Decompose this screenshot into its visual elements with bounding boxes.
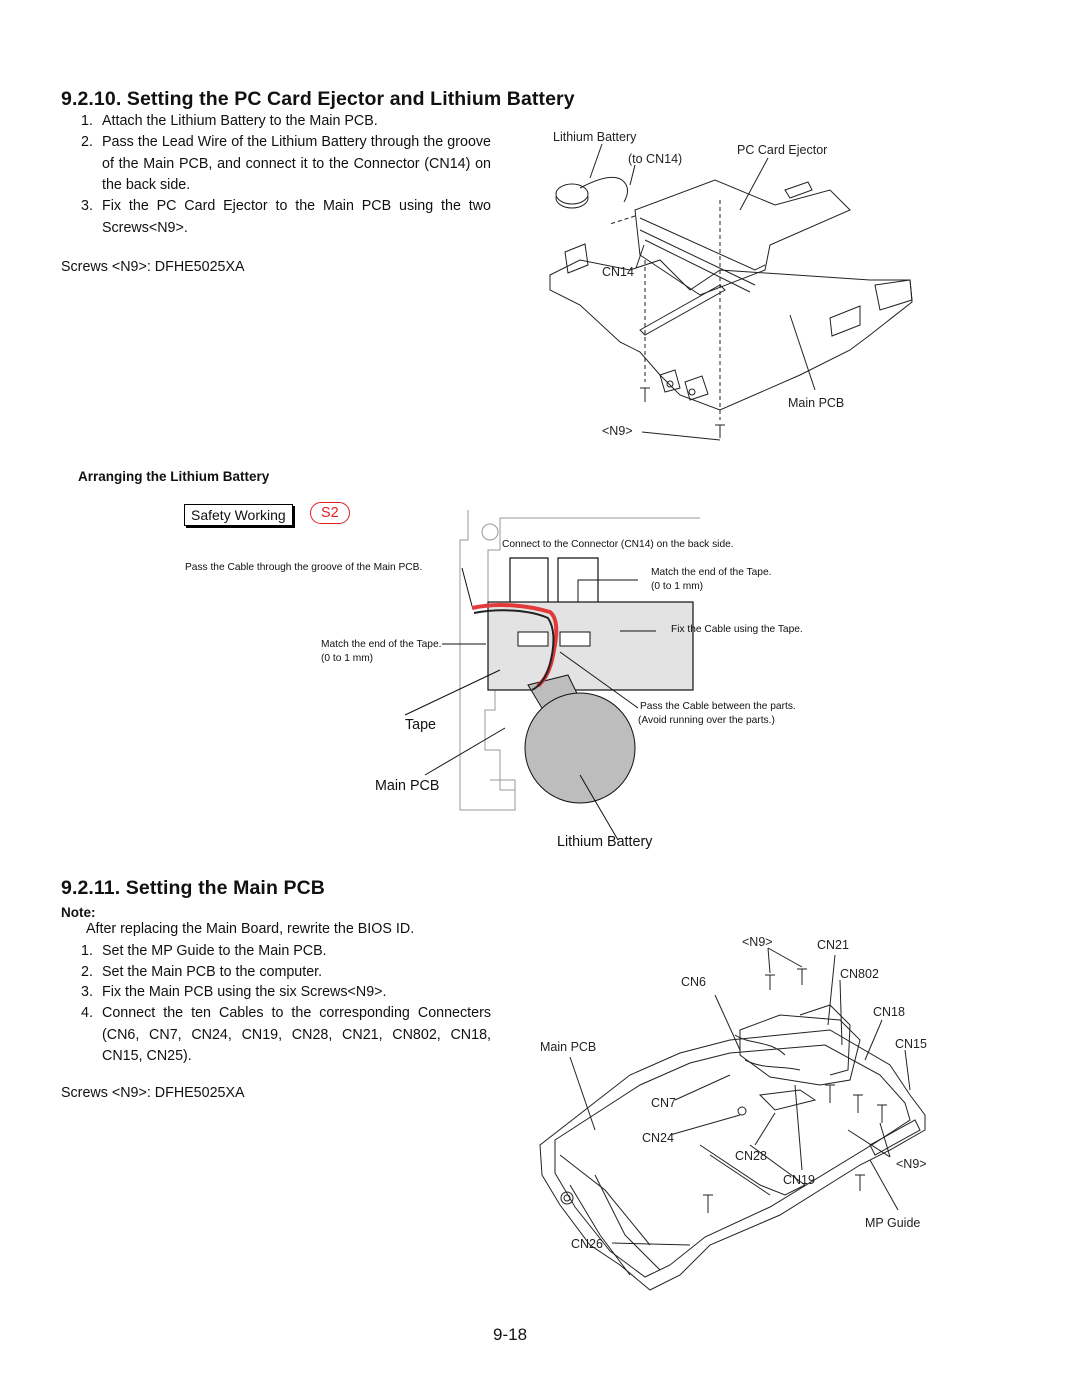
label-cn15: CN15 xyxy=(895,1037,927,1051)
label-n9-top: <N9> xyxy=(742,935,773,949)
safety-working-box: Safety Working xyxy=(184,504,293,526)
battery-arrangement-figure xyxy=(404,510,700,841)
label-cn19: CN19 xyxy=(783,1173,815,1187)
screws-spec-1: Screws <N9>: DFHE5025XA xyxy=(61,259,245,275)
page-number: 9-18 xyxy=(493,1325,528,1344)
label-lithium-battery-arr: Lithium Battery xyxy=(557,834,653,850)
battery-cable-black xyxy=(473,609,555,691)
label-match-left-range: (0 to 1 mm) xyxy=(321,653,374,664)
step-text: Attach the Lithium Battery to the Main P… xyxy=(102,113,378,129)
section-title-pc-card-ejector: 9.2.10. Setting the PC Card Ejector and … xyxy=(61,88,575,110)
label-fix-cable: Fix the Cable using the Tape. xyxy=(671,624,803,635)
section-title-main-pcb: 9.2.11. Setting the Main PCB xyxy=(61,877,325,899)
label-cn6: CN6 xyxy=(681,975,707,989)
note-label: Note: xyxy=(61,905,96,920)
step-number: 2. xyxy=(81,134,93,150)
label-cn7: CN7 xyxy=(651,1096,677,1110)
label-cn802: CN802 xyxy=(840,967,879,981)
label-pass-groove: Pass the Cable through the groove of the… xyxy=(185,562,423,573)
ejector-body xyxy=(634,179,851,296)
step-number: 1. xyxy=(81,113,93,129)
step-2: 2. Pass the Lead Wire of the Lithium Bat… xyxy=(81,132,491,197)
lithium-battery xyxy=(524,692,636,804)
main-pcb-outline xyxy=(549,259,913,411)
step-1: 1. Attach the Lithium Battery to the Mai… xyxy=(81,111,491,133)
label-mp-guide: MP Guide xyxy=(865,1216,921,1230)
label-tape: Tape xyxy=(405,717,437,733)
step-text: Set the Main PCB to the computer. xyxy=(102,964,323,980)
label-cn21: CN21 xyxy=(817,938,849,952)
step-number: 2. xyxy=(81,964,93,980)
step2-1: 1. Set the MP Guide to the Main PCB. xyxy=(81,941,491,963)
step-number: 1. xyxy=(81,943,93,959)
label-cn28: CN28 xyxy=(735,1149,767,1163)
s2-badge: S2 xyxy=(310,502,350,524)
label-avoid: (Avoid running over the parts.) xyxy=(638,715,775,726)
step-3: 3. Fix the PC Card Ejector to the Main P… xyxy=(81,196,491,239)
note-text: After replacing the Main Board, rewrite … xyxy=(86,921,415,937)
label-n9-right: <N9> xyxy=(896,1157,927,1171)
step2-2: 2. Set the Main PCB to the computer. xyxy=(81,962,491,984)
label-cn18: CN18 xyxy=(873,1005,905,1019)
label-main-pcb-arr: Main PCB xyxy=(375,778,440,794)
chassis-outline xyxy=(539,1029,926,1291)
label-n9-1: <N9> xyxy=(602,424,633,438)
step-text: Fix the Main PCB using the six Screws<N9… xyxy=(102,984,387,1000)
label-main-pcb-1: Main PCB xyxy=(788,396,845,410)
label-cn26: CN26 xyxy=(571,1237,603,1251)
label-main-pcb-2: Main PCB xyxy=(540,1040,597,1054)
step-number: 3. xyxy=(81,198,93,214)
label-match-right: Match the end of the Tape. xyxy=(651,567,772,578)
step-text: Pass the Lead Wire of the Lithium Batter… xyxy=(102,134,491,193)
step-text: Connect the ten Cables to the correspond… xyxy=(102,1005,491,1064)
label-pass-between: Pass the Cable between the parts. xyxy=(640,701,796,712)
step2-3: 3. Fix the Main PCB using the six Screws… xyxy=(81,982,491,1004)
main-pcb-figure xyxy=(539,947,926,1291)
label-cn24: CN24 xyxy=(642,1131,674,1145)
pcb-faint-outline xyxy=(459,510,700,811)
arranging-heading: Arranging the Lithium Battery xyxy=(78,469,270,484)
label-match-left: Match the end of the Tape. xyxy=(321,639,442,650)
label-pc-card-ejector: PC Card Ejector xyxy=(737,143,828,157)
step-number: 4. xyxy=(81,1005,93,1021)
label-connect-cn14: Connect to the Connector (CN14) on the b… xyxy=(502,539,734,550)
label-cn14: CN14 xyxy=(602,265,634,279)
step-text: Set the MP Guide to the Main PCB. xyxy=(102,943,327,959)
label-to-cn14: (to CN14) xyxy=(628,152,683,166)
screws-spec-2: Screws <N9>: DFHE5025XA xyxy=(61,1085,245,1101)
step-number: 3. xyxy=(81,984,93,1000)
label-match-right-range: (0 to 1 mm) xyxy=(651,581,704,592)
pc-card-ejector-figure xyxy=(549,143,913,441)
label-lithium-battery: Lithium Battery xyxy=(553,130,637,144)
step-text: Fix the PC Card Ejector to the Main PCB … xyxy=(102,198,491,236)
step2-4: 4. Connect the ten Cables to the corresp… xyxy=(81,1003,491,1068)
